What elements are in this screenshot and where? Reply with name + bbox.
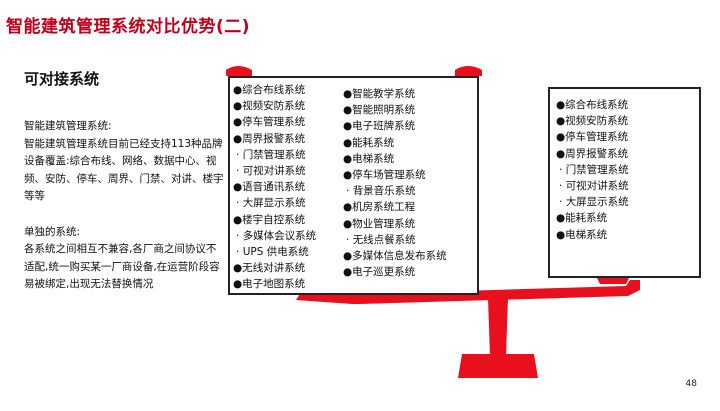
page-number: 48 <box>685 379 697 389</box>
system-item: 电子班牌系统 <box>343 118 447 134</box>
system-item: 停车场管理系统 <box>343 167 447 183</box>
system-item: 物业管理系统 <box>343 216 447 232</box>
left-systems-column-2: 智能教学系统智能照明系统电子班牌系统能耗系统电梯系统停车场管理系统背景音乐系统机… <box>343 86 447 280</box>
system-item: 电子巡更系统 <box>343 264 447 280</box>
system-item: 多媒体信息发布系统 <box>343 248 447 264</box>
system-item: 无线对讲系统 <box>233 260 316 276</box>
section-subtitle: 可对接系统 <box>24 70 100 88</box>
system-item: 大屏显示系统 <box>233 195 316 211</box>
scale-base-icon <box>458 354 538 378</box>
description-panel: 智能建筑管理系统: 智能建筑管理系统目前已经支持113种品牌设备覆盖:综合布线、… <box>24 118 224 294</box>
system-item: 楼宇自控系统 <box>233 212 316 228</box>
system-item: 无线点餐系统 <box>343 232 447 248</box>
left-systems-panel: 综合布线系统视频安防系统停车管理系统周界报警系统门禁管理系统可视对讲系统语音通讯… <box>228 76 479 295</box>
system-item: 背景音乐系统 <box>343 183 447 199</box>
system-item: 机房系统工程 <box>343 199 447 215</box>
system-item: 能耗系统 <box>343 135 447 151</box>
scale-beam-icon <box>352 280 640 304</box>
description-heading-2: 单独的系统: <box>24 225 81 238</box>
system-item: 门禁管理系统 <box>233 147 316 163</box>
right-systems-panel: 综合布线系统视频安防系统停车管理系统周界报警系统门禁管理系统可视对讲系统大屏显示… <box>548 87 701 278</box>
system-item: 能耗系统 <box>556 210 629 226</box>
system-item: 停车管理系统 <box>233 114 316 130</box>
system-item: 周界报警系统 <box>556 146 629 162</box>
pivot-icon <box>488 292 508 304</box>
system-item: 视频安防系统 <box>233 98 316 114</box>
description-text-2: 各系统之间相互不兼容,各厂商之间协议不适配,统一购买某一厂商设备,在运营阶段容易… <box>24 243 220 290</box>
system-item: 可视对讲系统 <box>556 178 629 194</box>
scale-pillar-icon <box>488 298 508 356</box>
right-systems-column: 综合布线系统视频安防系统停车管理系统周界报警系统门禁管理系统可视对讲系统大屏显示… <box>556 97 629 243</box>
system-item: 门禁管理系统 <box>556 162 629 178</box>
system-item: 电梯系统 <box>343 151 447 167</box>
system-item: 周界报警系统 <box>233 131 316 147</box>
system-item: 电子地图系统 <box>233 276 316 292</box>
left-pan-top-icon <box>226 66 252 76</box>
left-pan-top-right-icon <box>455 66 482 76</box>
description-heading-1: 智能建筑管理系统: <box>24 120 112 132</box>
system-item: 智能教学系统 <box>343 86 447 102</box>
system-item: 多媒体会议系统 <box>233 228 317 244</box>
beam-left-icon <box>296 294 352 304</box>
system-item: 视频安防系统 <box>556 113 629 129</box>
system-item: 电梯系统 <box>556 227 629 243</box>
description-text-1: 智能建筑管理系统目前已经支持113种品牌设备覆盖:综合布线、网络、数据中心、视频… <box>24 137 224 203</box>
page-title: 智能建筑管理系统对比优势(二) <box>6 17 251 37</box>
system-item: 综合布线系统 <box>233 82 316 98</box>
system-item: 智能照明系统 <box>343 102 447 118</box>
system-item: 可视对讲系统 <box>233 163 316 179</box>
right-holder-icon <box>596 276 630 284</box>
system-item: 综合布线系统 <box>556 97 629 113</box>
left-systems-column-1: 综合布线系统视频安防系统停车管理系统周界报警系统门禁管理系统可视对讲系统语音通讯… <box>233 82 316 293</box>
system-item: 大屏显示系统 <box>556 194 629 210</box>
system-item: UPS 供电系统 <box>233 244 316 260</box>
system-item: 停车管理系统 <box>556 129 629 145</box>
system-item: 语音通讯系统 <box>233 179 316 195</box>
